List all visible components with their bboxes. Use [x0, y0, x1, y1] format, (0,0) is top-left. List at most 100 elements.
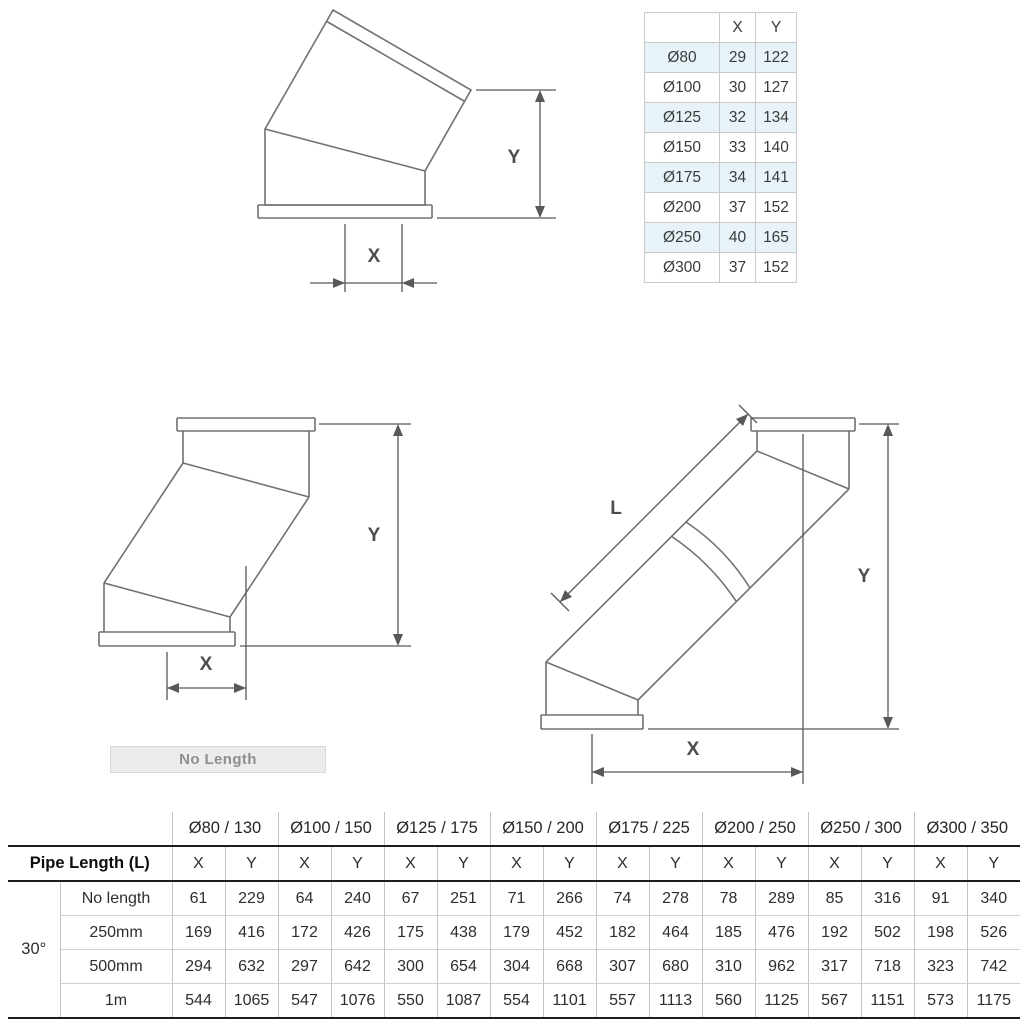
dim-table-diameter: Ø200 — [644, 192, 720, 223]
elbow-offset-drawing: Y X — [98, 417, 411, 700]
pipe-table-y-value: 240 — [330, 880, 385, 916]
pipe-table-x-value: 560 — [701, 983, 756, 1019]
pipe-table-y-value: 464 — [648, 915, 703, 950]
pipe-table-y-value: 962 — [754, 949, 809, 984]
pipe-table-subheader-x: X — [913, 845, 968, 882]
pipe-table-subheader-y: Y — [860, 845, 915, 882]
dim-table-x-value: 37 — [719, 252, 756, 283]
dimension-label-y: Y — [858, 566, 871, 587]
dimension-label-l: L — [610, 498, 622, 519]
dim-table-x-value: 33 — [719, 132, 756, 163]
pipe-table-x-value: 172 — [277, 915, 332, 950]
pipe-table-y-value: 526 — [966, 915, 1021, 950]
pipe-table-x-value: 297 — [277, 949, 332, 984]
pipe-table-y-value: 229 — [224, 880, 279, 916]
pipe-table-y-value: 1076 — [330, 983, 385, 1019]
dim-table-x-value: 34 — [719, 162, 756, 193]
pipe-table-x-value: 85 — [807, 880, 862, 916]
dim-table-x-value: 40 — [719, 222, 756, 253]
pipe-table-subheader-x: X — [595, 845, 650, 882]
pipe-table-x-value: 304 — [489, 949, 544, 984]
elbow-30-dimensions: Y X — [310, 89, 556, 292]
pipe-table-y-value: 642 — [330, 949, 385, 984]
pipe-table-subheader-x: X — [701, 845, 756, 882]
dim-table-y-value: 152 — [755, 192, 797, 223]
pipe-table-y-value: 1101 — [542, 983, 597, 1019]
pipe-table-diameter-header: Ø150 / 200 — [489, 812, 597, 846]
dimension-label-x: X — [200, 654, 213, 675]
dim-table-y-value: 127 — [755, 72, 797, 103]
pipe-table-subheader-x: X — [277, 845, 332, 882]
pipe-table-diameter-header: Ø200 / 250 — [701, 812, 809, 846]
pipe-table-row-label: 250mm — [59, 915, 172, 950]
pipe-table-diameter-header: Ø300 / 350 — [913, 812, 1021, 846]
dim-table-diameter: Ø80 — [644, 42, 720, 73]
pipe-table-x-value: 198 — [913, 915, 968, 950]
pipe-table-x-value: 67 — [383, 880, 438, 916]
pipe-table-subheader-y: Y — [754, 845, 809, 882]
elbow-30-drawing: Y X — [257, 8, 556, 292]
pipe-table-x-value: 323 — [913, 949, 968, 984]
pipe-table-diameter-header: Ø250 / 300 — [807, 812, 915, 846]
pipe-table-subheader-y: Y — [330, 845, 385, 882]
pipe-table-x-value: 567 — [807, 983, 862, 1019]
pipe-table-y-value: 1087 — [436, 983, 491, 1019]
pipe-table-x-value: 307 — [595, 949, 650, 984]
pipe-table-row-label: No length — [59, 880, 172, 916]
pipe-table-x-value: 310 — [701, 949, 756, 984]
pipe-table-diameter-header: Ø100 / 150 — [277, 812, 385, 846]
pipe-table-y-value: 668 — [542, 949, 597, 984]
dimension-label-x: X — [368, 246, 381, 267]
dim-table-x-value: 37 — [719, 192, 756, 223]
pipe-table-y-value: 316 — [860, 880, 915, 916]
pipe-table-subheader-x: X — [807, 845, 862, 882]
elbow-pipe-drawing: L Y X — [540, 404, 899, 784]
pipe-table-x-value: 78 — [701, 880, 756, 916]
dim-table-y-value: 152 — [755, 252, 797, 283]
pipe-table-length-header: Pipe Length (L) — [8, 845, 172, 882]
pipe-table-subheader-y: Y — [648, 845, 703, 882]
dim-table-diameter: Ø250 — [644, 222, 720, 253]
pipe-table-x-value: 185 — [701, 915, 756, 950]
pipe-table-y-value: 1151 — [860, 983, 915, 1019]
dim-table-y-value: 134 — [755, 102, 797, 133]
no-length-button[interactable]: No Length — [110, 746, 326, 773]
dimension-label-y: Y — [368, 525, 381, 546]
pipe-table-x-value: 317 — [807, 949, 862, 984]
pipe-table-subheader-y: Y — [966, 845, 1021, 882]
dimension-label-y: Y — [508, 147, 521, 168]
pipe-table-y-value: 340 — [966, 880, 1021, 916]
pipe-table-x-value: 182 — [595, 915, 650, 950]
dim-table-diameter: Ø100 — [644, 72, 720, 103]
pipe-table-subheader-x: X — [383, 845, 438, 882]
technical-drawings: Y X Y — [98, 8, 899, 784]
pipe-table-y-value: 742 — [966, 949, 1021, 984]
pipe-table-y-value: 266 — [542, 880, 597, 916]
pipe-table-x-value: 179 — [489, 915, 544, 950]
pipe-table-x-value: 573 — [913, 983, 968, 1019]
pipe-table-y-value: 251 — [436, 880, 491, 916]
pipe-table-x-value: 294 — [171, 949, 225, 984]
pipe-table-subheader-x: X — [171, 845, 225, 882]
pipe-table-y-value: 1125 — [754, 983, 809, 1019]
pipe-table-x-value: 91 — [913, 880, 968, 916]
pipe-table-y-value: 289 — [754, 880, 809, 916]
pipe-table-y-value: 1113 — [648, 983, 703, 1019]
pipe-table-y-value: 278 — [648, 880, 703, 916]
dim-table-x-value: 29 — [719, 42, 756, 73]
dim-table-header-y: Y — [755, 12, 797, 43]
